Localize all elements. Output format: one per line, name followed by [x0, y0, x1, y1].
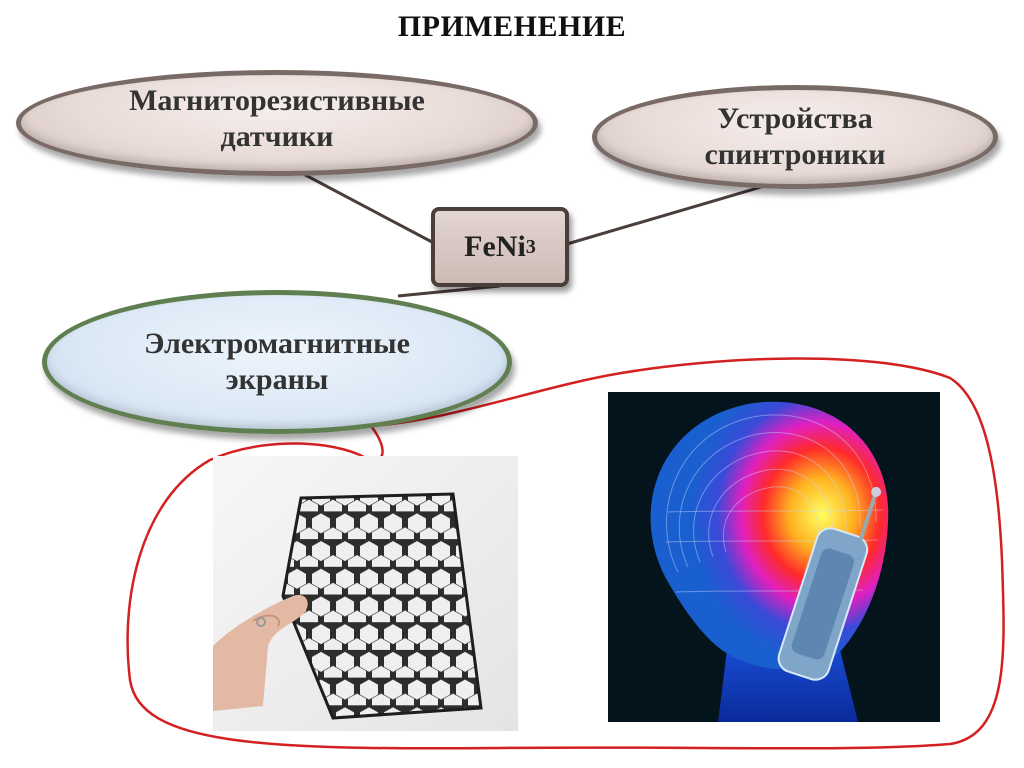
callout-outline	[126, 357, 1005, 750]
node-spintronics-line2: спинтроники	[704, 138, 886, 171]
node-shields-line1: Электромагнитные	[144, 327, 410, 360]
connector-spintronics	[566, 180, 779, 246]
formula-base: FeNi	[464, 230, 526, 263]
connector-shields	[397, 284, 501, 298]
formula-subscript: 3	[525, 235, 536, 258]
node-shields-line2: экраны	[225, 363, 329, 396]
slide-title: ПРИМЕНЕНИЕ	[397, 10, 627, 43]
node-sensors-line2: датчики	[220, 120, 334, 153]
node-spintronics-devices: Устройства спинтроники	[592, 85, 998, 189]
node-spintronics-line1: Устройства	[717, 102, 873, 135]
honeycomb-shield-photo	[213, 456, 518, 731]
phone-radiation-head-image	[608, 392, 940, 722]
node-electromagnetic-shields: Электромагнитные экраны	[42, 290, 512, 434]
node-magnetoresistive-sensors: Магниторезистивные датчики	[16, 70, 538, 176]
node-sensors-line1: Магниторезистивные	[129, 84, 425, 117]
